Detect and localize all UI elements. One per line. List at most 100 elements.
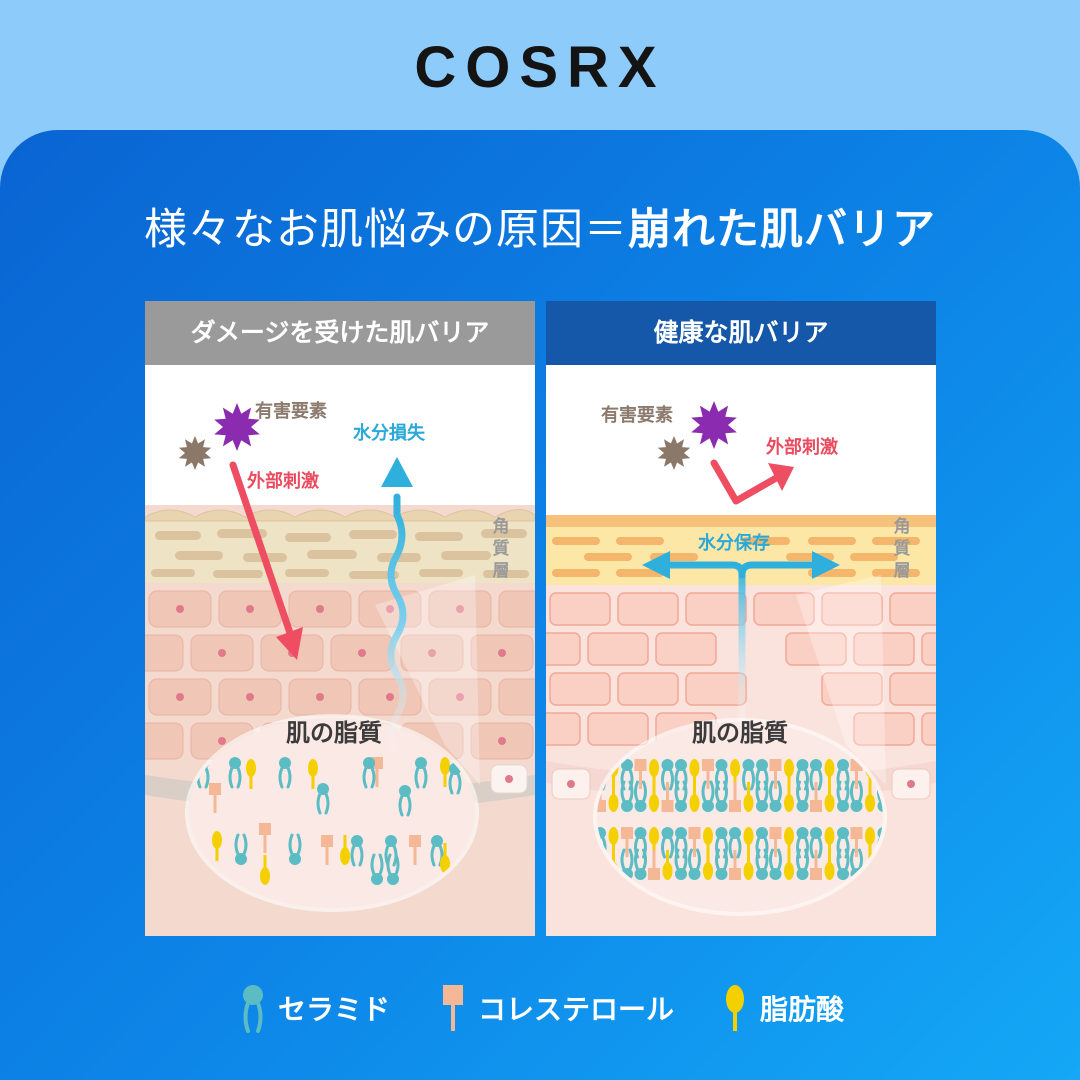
ceramide-molecule [836, 780, 850, 812]
cholesterol-molecule [409, 835, 421, 865]
ceramide-molecule [362, 757, 376, 789]
cholesterol-molecule [661, 782, 674, 812]
legend-fatty-acid-label: 脂肪酸 [760, 993, 845, 1026]
damaged-lipid-title: 肌の脂質 [286, 719, 382, 747]
fatty-acid-icon [726, 985, 744, 1031]
fatty-acid-molecule [703, 850, 713, 880]
ceramide-molecule [316, 783, 330, 815]
fatty-acid-molecule [865, 782, 875, 812]
fatty-acid-molecule [246, 759, 256, 789]
ceramide-molecule [755, 780, 769, 812]
ceramide-molecule [796, 780, 809, 812]
harmful-particle-purple [214, 403, 260, 451]
legend-ceramide-label: セラミド [278, 993, 391, 1026]
cholesterol-molecule [209, 783, 221, 813]
healthy-lipid-title: 肌の脂質 [692, 719, 788, 747]
healthy-barrier-panel: 健康な肌バリア [546, 301, 936, 936]
fatty-acid-molecule [824, 850, 835, 880]
cholesterol-molecule [634, 759, 647, 789]
stimulus-arrow [229, 461, 294, 637]
lipid-legend: セラミド コレステロール 脂肪酸 [0, 980, 1080, 1036]
ceramide-molecule [809, 827, 823, 859]
damaged-panel-title: ダメージを受けた肌バリア [145, 301, 535, 365]
fatty-acid-molecule [260, 855, 270, 885]
cholesterol-molecule [769, 759, 782, 789]
ceramide-molecule [620, 780, 634, 812]
damaged-stimulus-label: 外部刺激 [247, 471, 319, 492]
ceramide-molecule [715, 780, 728, 812]
ceramide-molecule [448, 763, 462, 795]
damaged-barrier-panel: ダメージを受けた肌バリア [145, 301, 535, 936]
ceramide-icon [243, 985, 263, 1033]
ceramide-molecule [796, 848, 809, 880]
healthy-stimulus-label: 外部刺激 [766, 437, 838, 458]
fatty-acid-molecule [784, 850, 794, 880]
fatty-acid-molecule [649, 782, 659, 812]
cholesterol-molecule [769, 827, 782, 857]
ceramide-molecule [350, 835, 364, 867]
ceramide-molecule [661, 827, 674, 859]
cholesterol-molecule [729, 782, 741, 812]
fatty-acid-molecule [308, 759, 318, 789]
legend-cholesterol: コレステロール [440, 980, 674, 1036]
fatty-acid-molecule [440, 843, 450, 873]
harmful-particle-brown [657, 436, 691, 470]
cosrx-logo: COSRX [414, 35, 666, 100]
ceramide-molecule [674, 848, 688, 880]
damaged-harmful-label: 有害要素 [255, 401, 327, 422]
ceramide-molecule [701, 780, 715, 812]
cholesterol-molecule [850, 827, 863, 857]
water-loss-arrowhead [381, 457, 413, 487]
cholesterol-molecule [729, 850, 741, 880]
ceramide-molecule [634, 848, 647, 880]
fatty-acid-molecule [340, 835, 350, 865]
damaged-layer-label: 角 質 層 [492, 517, 510, 581]
ceramide-molecule [769, 848, 782, 880]
cholesterol-molecule [688, 827, 701, 857]
ceramide-molecule [809, 759, 823, 791]
ceramide-molecule [234, 833, 248, 865]
corneum-flakes [151, 529, 529, 579]
corneum-flakes [552, 537, 920, 577]
cholesterol-molecule [321, 835, 333, 865]
fatty-acid-molecule [689, 782, 700, 812]
stratum-corneum-band [145, 515, 535, 583]
fatty-acid-molecule [608, 782, 619, 812]
fatty-acid-molecule [743, 850, 754, 880]
fatty-acid-molecule [743, 782, 754, 812]
ceramide-molecule [288, 833, 302, 865]
lipid-zoom-oval [189, 718, 475, 908]
harmful-particle-purple [691, 401, 737, 449]
ceramide-molecule [278, 757, 292, 789]
water-loss-arrow [387, 493, 407, 759]
damaged-lipid-layer [196, 757, 462, 885]
ceramide-molecule [728, 827, 742, 859]
ceramide-molecule [370, 853, 384, 885]
water-retain-label: 水分保存 [698, 533, 770, 554]
ceramide-molecule [228, 757, 242, 789]
cholesterol-molecule [810, 782, 822, 812]
water-retain-arrow-right [738, 561, 820, 579]
lipid-zoom-oval [597, 722, 883, 912]
legend-ceramide: セラミド [240, 980, 390, 1036]
deflected-stimulus-arrow [710, 459, 782, 505]
ceramide-molecule [755, 848, 769, 880]
healthy-harmful-label: 有害要素 [601, 405, 673, 426]
cholesterol-molecule [810, 850, 822, 880]
fatty-acid-molecule [440, 757, 450, 787]
healthy-skin-illustration [546, 365, 936, 936]
cholesterol-icon [443, 985, 463, 1031]
cholesterol-molecule [621, 827, 633, 857]
fatty-acid-molecule [212, 831, 222, 861]
water-loss-label: 水分損失 [353, 423, 425, 444]
ceramide-molecule [850, 780, 863, 812]
legend-fatty-acid: 脂肪酸 [722, 980, 844, 1036]
skin-cells [546, 592, 936, 746]
ceramide-molecule [634, 780, 647, 812]
ceramide-molecule [836, 848, 850, 880]
cholesterol-molecule [259, 823, 271, 853]
ceramide-molecule [414, 757, 428, 789]
fatty-acid-molecule [662, 850, 673, 880]
stimulus-arrowhead [276, 627, 303, 660]
ceramide-molecule [688, 848, 701, 880]
